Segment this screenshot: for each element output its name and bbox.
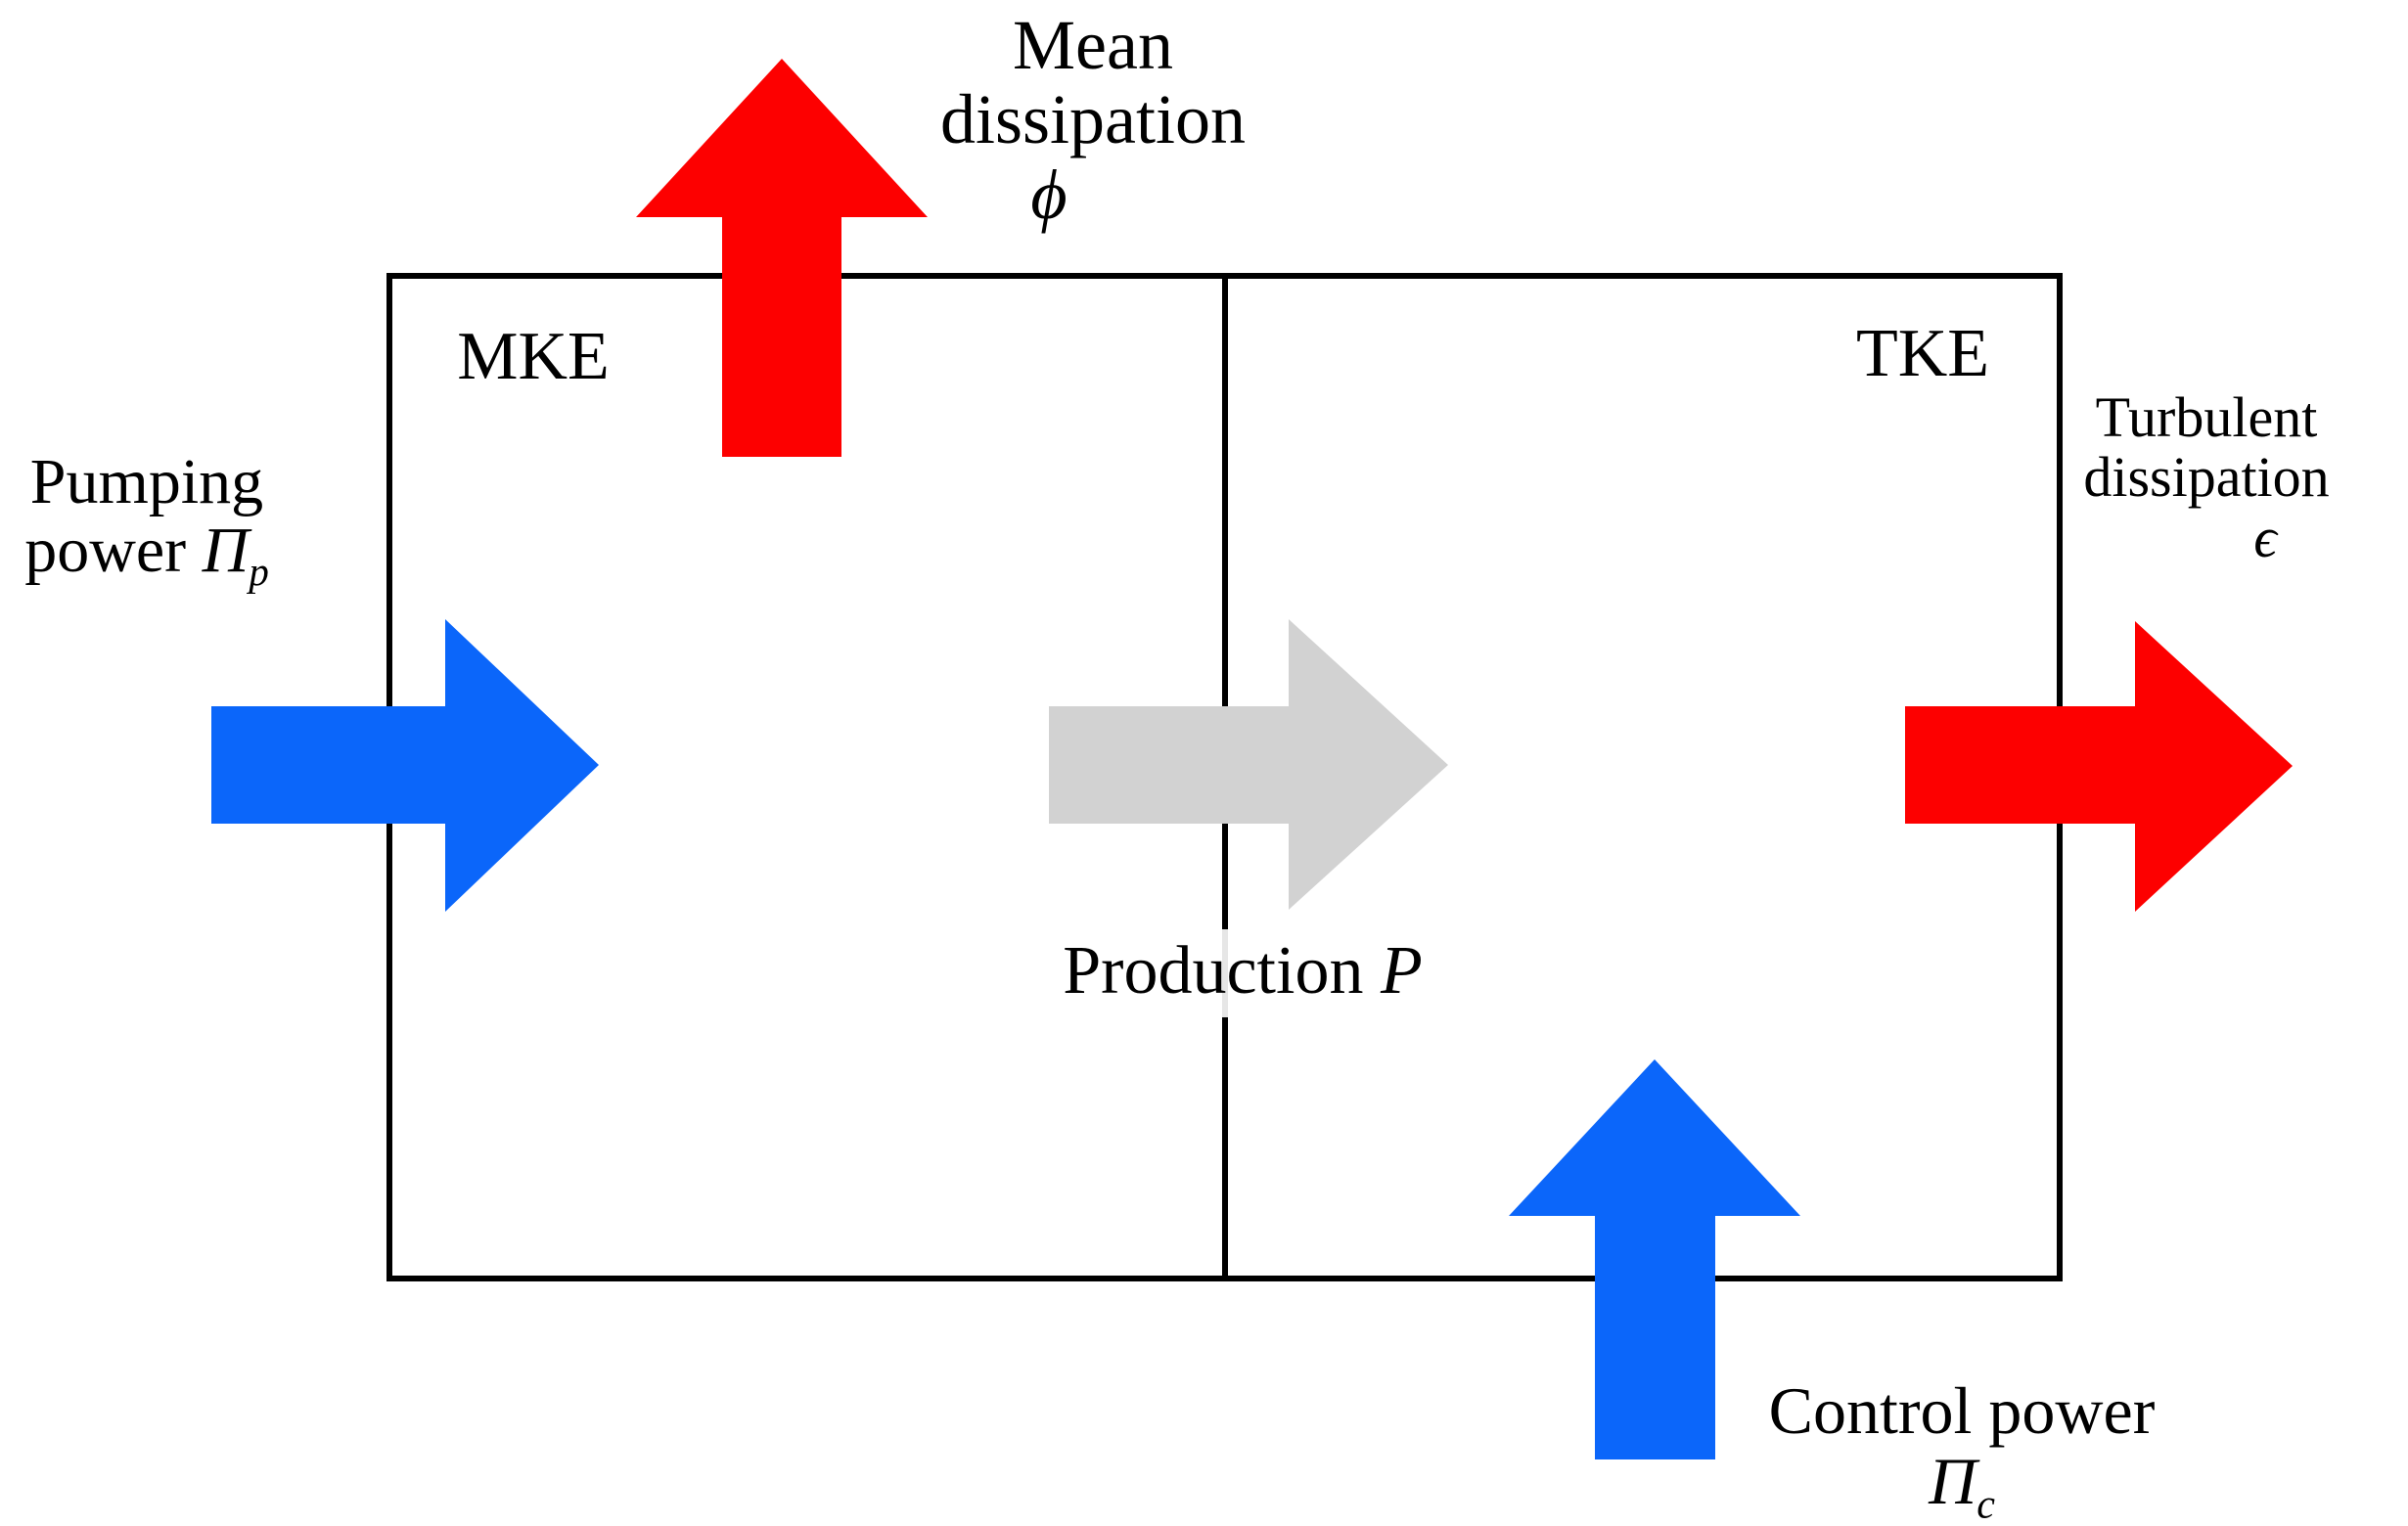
production-label: Production P <box>1018 929 1468 1018</box>
epsilon-symbol: ϵ <box>2253 505 2277 569</box>
mke-box-label: MKE <box>457 319 610 394</box>
production-symbol-script-p: P <box>1380 933 1423 1009</box>
pumping-power-line2: power Πp <box>24 514 269 595</box>
control-power-label: Control power Πc <box>1751 1373 2172 1525</box>
mean-dissipation-line2: dissipation <box>939 80 1246 159</box>
turbulent-dissipation-label: Turbulent dissipation ϵ <box>2045 385 2368 569</box>
phi-symbol: ϕ <box>1030 155 1068 234</box>
control-power-line2: Πc <box>1751 1444 2172 1525</box>
pi-c-symbol: Π <box>1929 1444 1977 1519</box>
pi-c-subscript: c <box>1976 1481 1995 1526</box>
pumping-power-label: Pumping power Πp <box>0 446 294 595</box>
mean-dissipation-label: Mean dissipation ϕ <box>848 8 1338 232</box>
control-power-line1: Control power <box>1768 1373 2156 1448</box>
production-text: Production <box>1063 933 1364 1009</box>
tke-box-label: TKE <box>1855 316 1990 391</box>
pumping-power-line1: Pumping <box>29 446 264 517</box>
pi-p-symbol: Π <box>202 514 250 586</box>
turbulent-dissipation-line2: dissipation <box>2083 445 2330 510</box>
pi-p-subscript: p <box>249 550 269 595</box>
mean-dissipation-line1: Mean <box>1013 6 1173 84</box>
turbulent-dissipation-line1: Turbulent <box>2095 385 2318 449</box>
